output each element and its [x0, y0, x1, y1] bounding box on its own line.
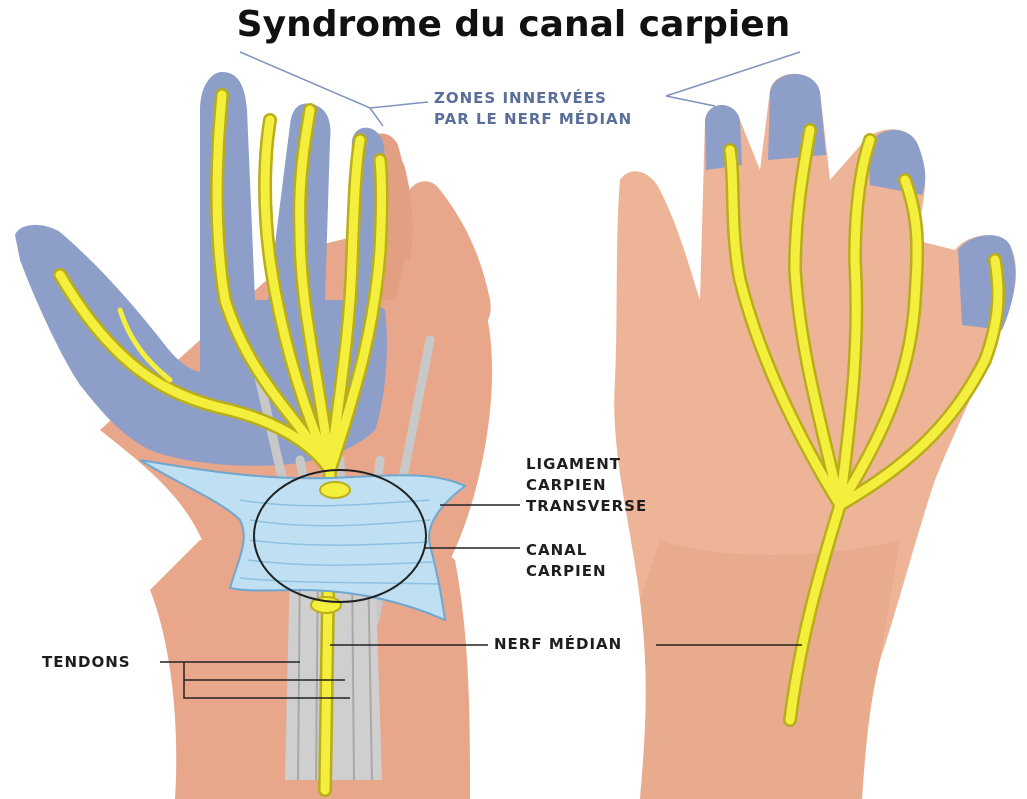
- label-ligament-line3: TRANSVERSE: [526, 496, 647, 517]
- label-carpal-canal: CANAL CARPIEN: [526, 540, 607, 582]
- page-title: Syndrome du canal carpien: [0, 4, 1027, 45]
- label-median-nerve: NERF MÉDIAN: [494, 634, 622, 655]
- left-hand-palm-view: [15, 72, 492, 799]
- label-ligament-line1: LIGAMENT: [526, 454, 647, 475]
- right-middle-tip: [768, 74, 826, 160]
- right-hand-back-view: [614, 74, 1016, 799]
- label-transverse-ligament: LIGAMENT CARPIEN TRANSVERSE: [526, 454, 647, 517]
- label-zones-line2: PAR LE NERF MÉDIAN: [434, 109, 632, 130]
- left-nerve-cut-top: [320, 482, 350, 498]
- label-canal-line1: CANAL: [526, 540, 607, 561]
- label-innervated-zones: ZONES INNERVÉES PAR LE NERF MÉDIAN: [434, 88, 632, 130]
- label-canal-line2: CARPIEN: [526, 561, 607, 582]
- label-tendons: TENDONS: [42, 652, 131, 673]
- right-wrist-shading: [640, 540, 900, 799]
- label-ligament-line2: CARPIEN: [526, 475, 647, 496]
- right-thumb-tip: [958, 235, 1015, 330]
- label-zones-line1: ZONES INNERVÉES: [434, 88, 632, 109]
